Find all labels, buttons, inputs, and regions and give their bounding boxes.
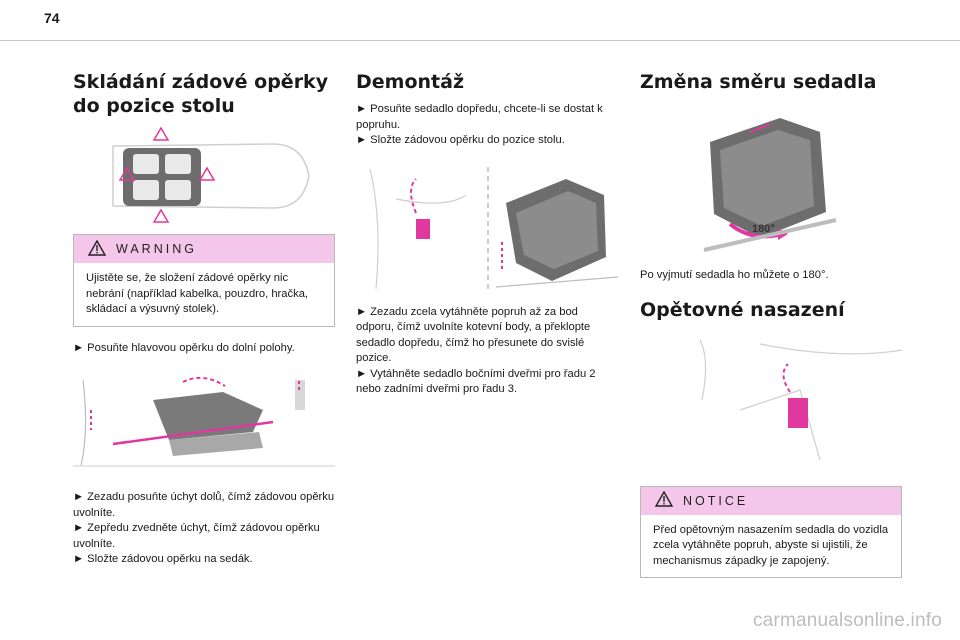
step-headrest: ► Posuňte hlavovou opěrku do dolní poloh… [73,341,295,354]
illustration-rotate-seat: 180° [640,102,902,260]
notice-text: Před opětovným nasazením sedadla do vozi… [653,523,889,567]
notice-icon [654,490,674,510]
notice-box: NOTICE Před opětovným nasazením sedadla … [640,485,902,578]
illustration-removal [356,159,619,295]
notice-box-header: NOTICE [641,486,901,515]
warning-title: WARNING [116,242,197,256]
step-fold-onto-seat: ► Složte zádovou opěrku na sedák. [73,553,253,565]
header-rule [0,40,960,41]
heading-removal: Demontáž [356,71,464,93]
notice-title: NOTICE [683,493,749,508]
heading-change-direction: Změna směru sedadla [640,71,877,93]
warning-box: WARNING Ujistěte se, že složení zádové o… [73,234,335,327]
illustration-reinstall [640,330,903,480]
rotation-label: 180° [752,223,775,235]
heading-fold-table: Skládání zádové opěrky do pozice stolu [73,71,329,117]
heading-reinstall: Opětovné nasazení [640,298,845,321]
column-change-direction: Změna směru sedadla 180° Po vyjmutí seda… [640,70,903,578]
column-fold-table: Skládání zádové opěrky do pozice stolu W… [73,70,335,568]
warning-box-header: WARNING [74,235,334,263]
step-fold-to-table: ► Složte zádovou opěrku do pozice stolu. [356,134,565,146]
step-rear-handle: ► Zezadu posuňte úchyt dolů, čímž zádovo… [73,491,335,519]
step-pull-strap: ► Zezadu zcela vytáhněte popruh až za bo… [356,305,591,365]
page-number: 74 [44,10,60,26]
step-front-handle: ► Zepředu zvedněte úchyt, čímž zádovou o… [73,522,320,550]
illustration-fold-backrest [73,370,335,470]
step-remove-seat: ► Vytáhněte sedadlo bočními dveřmi pro ř… [356,367,596,396]
step-slide-forward: ► Posuňte sedadlo dopředu, chcete-li se … [356,103,603,131]
caption-rotate: Po vyjmutí sedadla ho můžete o 180°. [640,269,829,281]
column-removal: Demontáž ► Posuňte sedadlo dopředu, chce… [356,70,619,398]
warning-text: Ujistěte se, že složení zádové opěrky ni… [86,272,309,315]
watermark: carmanualsonline.info [752,610,942,631]
warning-icon [87,239,107,259]
illustration-seat-layout [73,126,335,224]
